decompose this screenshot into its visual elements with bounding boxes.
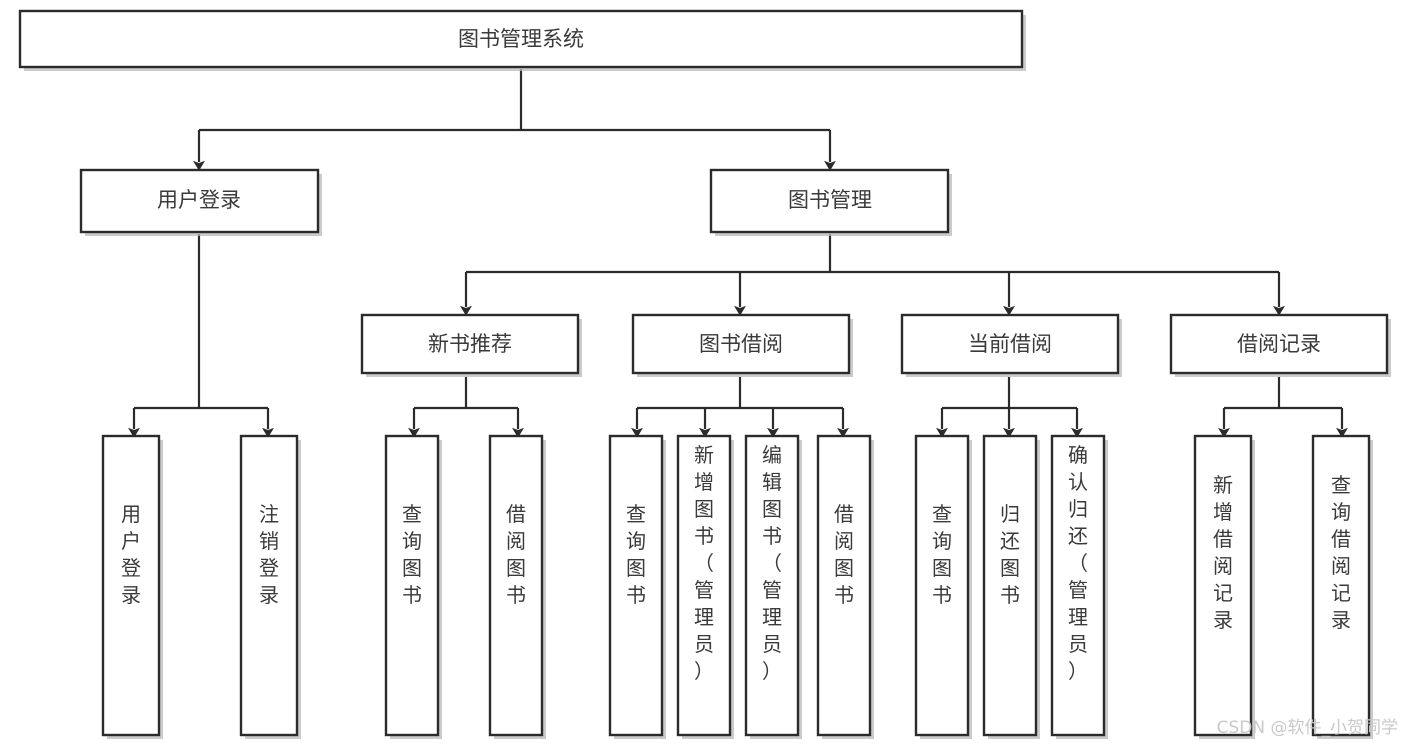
- node-book-manage-label: 图书管理: [788, 188, 872, 212]
- node-leaf-13-box[interactable]: [1311, 434, 1371, 737]
- node-leaf-12-box[interactable]: [1193, 434, 1253, 737]
- connector-group-book-manage: [460, 234, 1285, 316]
- node-root[interactable]: 图书管理系统: [18, 9, 1026, 71]
- node-leaf-5-box[interactable]: [608, 434, 664, 737]
- connector-group-user-login: [128, 234, 274, 438]
- node-leaf-8-box[interactable]: [816, 434, 872, 737]
- connector-group-book-borrow: [631, 377, 849, 438]
- node-leaf-12[interactable]: 新增借阅记录: [1193, 434, 1255, 739]
- node-leaf-10[interactable]: 归还图书: [982, 434, 1040, 739]
- node-leaf-9[interactable]: 查询图书: [914, 434, 972, 739]
- node-leaf-11-box[interactable]: [1050, 434, 1106, 737]
- node-leaf-11-label: 确认归还（管理员）: [1068, 443, 1088, 683]
- node-leaf-5[interactable]: 查询图书: [608, 434, 666, 739]
- node-leaf-8[interactable]: 借阅图书: [816, 434, 874, 739]
- node-user-login[interactable]: 用户登录: [79, 168, 322, 236]
- node-leaf-11[interactable]: 确认归还（管理员）: [1050, 434, 1108, 739]
- node-leaf-13-label: 查询借阅记录: [1331, 473, 1351, 632]
- node-leaf-3-box[interactable]: [384, 434, 440, 737]
- node-leaf-4[interactable]: 借阅图书: [488, 434, 546, 739]
- connector-group-root: [193, 69, 836, 171]
- node-borrow-record-box[interactable]: [1169, 313, 1389, 375]
- node-current-borrow-box[interactable]: [900, 313, 1120, 375]
- node-leaf-6-box[interactable]: [676, 434, 732, 737]
- node-leaf-4-box[interactable]: [488, 434, 544, 737]
- csdn-watermark: CSDN @软件_小贺同学: [1217, 718, 1398, 738]
- node-leaf-7-box[interactable]: [744, 434, 800, 737]
- node-current-borrow[interactable]: 当前借阅: [900, 313, 1122, 377]
- node-leaf-1-label: 用户登录: [121, 502, 141, 607]
- node-leaf-3-label: 查询图书: [402, 502, 422, 607]
- node-leaf-9-box[interactable]: [914, 434, 970, 737]
- node-leaf-3[interactable]: 查询图书: [384, 434, 442, 739]
- node-borrow-record-label: 借阅记录: [1237, 332, 1321, 356]
- node-leaf-1-box[interactable]: [101, 434, 161, 737]
- node-book-manage[interactable]: 图书管理: [709, 168, 952, 236]
- node-leaf-8-label: 借阅图书: [834, 502, 854, 607]
- node-leaf-10-label: 归还图书: [1000, 502, 1020, 607]
- node-leaf-5-label: 查询图书: [626, 502, 646, 607]
- connector-group-current-borrow: [936, 377, 1083, 438]
- node-current-borrow-label: 当前借阅: [968, 332, 1052, 356]
- node-leaf-2-box[interactable]: [239, 434, 299, 737]
- node-leaf-2-label: 注销登录: [259, 502, 279, 607]
- node-new-book-rec-label: 新书推荐: [428, 332, 512, 356]
- node-leaf-6-label: 新增图书（管理员）: [694, 443, 714, 683]
- connector-group-borrow-record: [1218, 377, 1348, 438]
- node-leaf-4-label: 借阅图书: [506, 502, 526, 607]
- node-book-borrow-label: 图书借阅: [699, 332, 783, 356]
- node-leaf-1[interactable]: 用户登录: [101, 434, 163, 739]
- node-leaf-6[interactable]: 新增图书（管理员）: [676, 434, 734, 739]
- node-book-borrow-box[interactable]: [631, 313, 851, 375]
- node-root-box[interactable]: [18, 9, 1024, 69]
- node-user-login-box[interactable]: [79, 168, 320, 234]
- node-leaf-7[interactable]: 编辑图书（管理员）: [744, 434, 802, 739]
- connector-group-new-book-rec: [408, 377, 524, 438]
- node-leaf-10-box[interactable]: [982, 434, 1038, 737]
- node-leaf-9-label: 查询图书: [932, 502, 952, 607]
- node-leaf-7-label: 编辑图书（管理员）: [762, 443, 782, 683]
- node-leaf-2[interactable]: 注销登录: [239, 434, 301, 739]
- node-user-login-label: 用户登录: [157, 188, 241, 212]
- node-leaf-12-label: 新增借阅记录: [1213, 473, 1233, 632]
- node-leaf-13[interactable]: 查询借阅记录: [1311, 434, 1373, 739]
- node-new-book-rec[interactable]: 新书推荐: [360, 313, 582, 377]
- node-borrow-record[interactable]: 借阅记录: [1169, 313, 1391, 377]
- node-root-label: 图书管理系统: [458, 27, 584, 51]
- node-book-borrow[interactable]: 图书借阅: [631, 313, 853, 377]
- node-book-manage-box[interactable]: [709, 168, 950, 234]
- node-new-book-rec-box[interactable]: [360, 313, 580, 375]
